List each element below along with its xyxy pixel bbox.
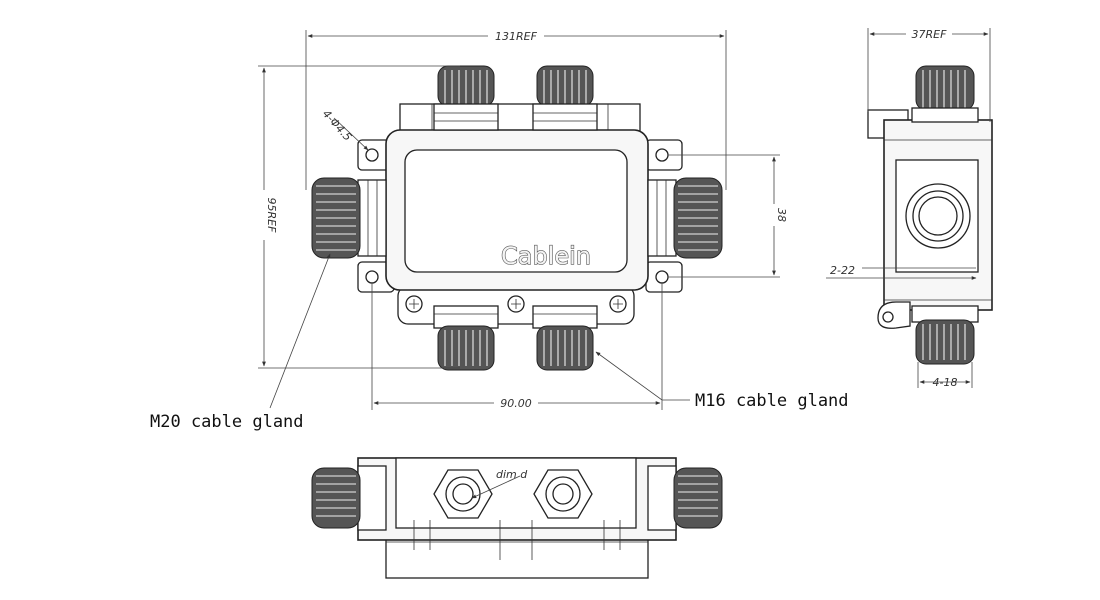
leader-dim-d: dim d <box>471 468 528 499</box>
bottom-port-right <box>533 469 593 519</box>
dim-4-phi-4-5: 4-Φ4.5 <box>320 107 355 143</box>
dimension-hole-spacing-vertical: 38 <box>668 154 788 278</box>
top-gland-right <box>532 65 598 131</box>
side-entry-port <box>905 183 971 249</box>
leader-mount-holes: 4-Φ4.5 <box>320 107 369 151</box>
dim-37ref: 37REF <box>912 28 948 41</box>
dim-38: 38 <box>775 208 788 222</box>
mounting-ear-bottom-left <box>357 261 395 293</box>
screw-icon <box>405 295 423 313</box>
bottom-gland-right <box>532 305 598 371</box>
dimension-hole-spacing-horizontal: 90.00 <box>371 282 663 410</box>
dim-90: 90.00 <box>500 397 532 410</box>
front-view: Cablein <box>150 28 849 432</box>
brand-logo: Cablein <box>501 242 591 270</box>
side-mount-tab <box>877 301 911 329</box>
bottom-view: dim d <box>311 457 723 579</box>
dim-4-18: 4-18 <box>933 376 958 389</box>
bottom-gland-left <box>433 305 499 371</box>
side-gland-bottom <box>911 305 979 365</box>
dim-131ref: 131REF <box>495 30 538 43</box>
dim-95ref: 95REF <box>265 198 278 234</box>
right-gland <box>647 177 723 259</box>
screw-icon <box>507 295 525 313</box>
dimension-side-entry: 2-22 <box>826 264 977 280</box>
leader-m20: M20 cable gland <box>150 253 331 432</box>
dim-2-22: 2-22 <box>830 264 855 277</box>
dimension-side-width: 37REF <box>867 26 991 122</box>
bottom-view-left-gland <box>311 465 387 531</box>
side-view: 37REF 2-22 4-18 <box>826 26 993 389</box>
leader-m16: M16 cable gland <box>595 351 849 411</box>
side-gland-top <box>911 65 979 123</box>
dim-d: dim d <box>496 468 528 481</box>
bottom-view-right-gland <box>647 465 723 531</box>
enclosure-lid <box>404 149 628 273</box>
label-m16-cable-gland: M16 cable gland <box>695 391 849 411</box>
bottom-port-left <box>433 469 493 519</box>
left-gland-m20 <box>311 177 387 259</box>
screw-icon <box>609 295 627 313</box>
label-m20-cable-gland: M20 cable gland <box>150 412 304 432</box>
dimension-bottom-entry: 4-18 <box>917 362 973 389</box>
top-gland-left <box>433 65 499 131</box>
dimension-overall-length: 131REF <box>305 28 727 190</box>
dimension-overall-height: 95REF <box>256 65 460 369</box>
